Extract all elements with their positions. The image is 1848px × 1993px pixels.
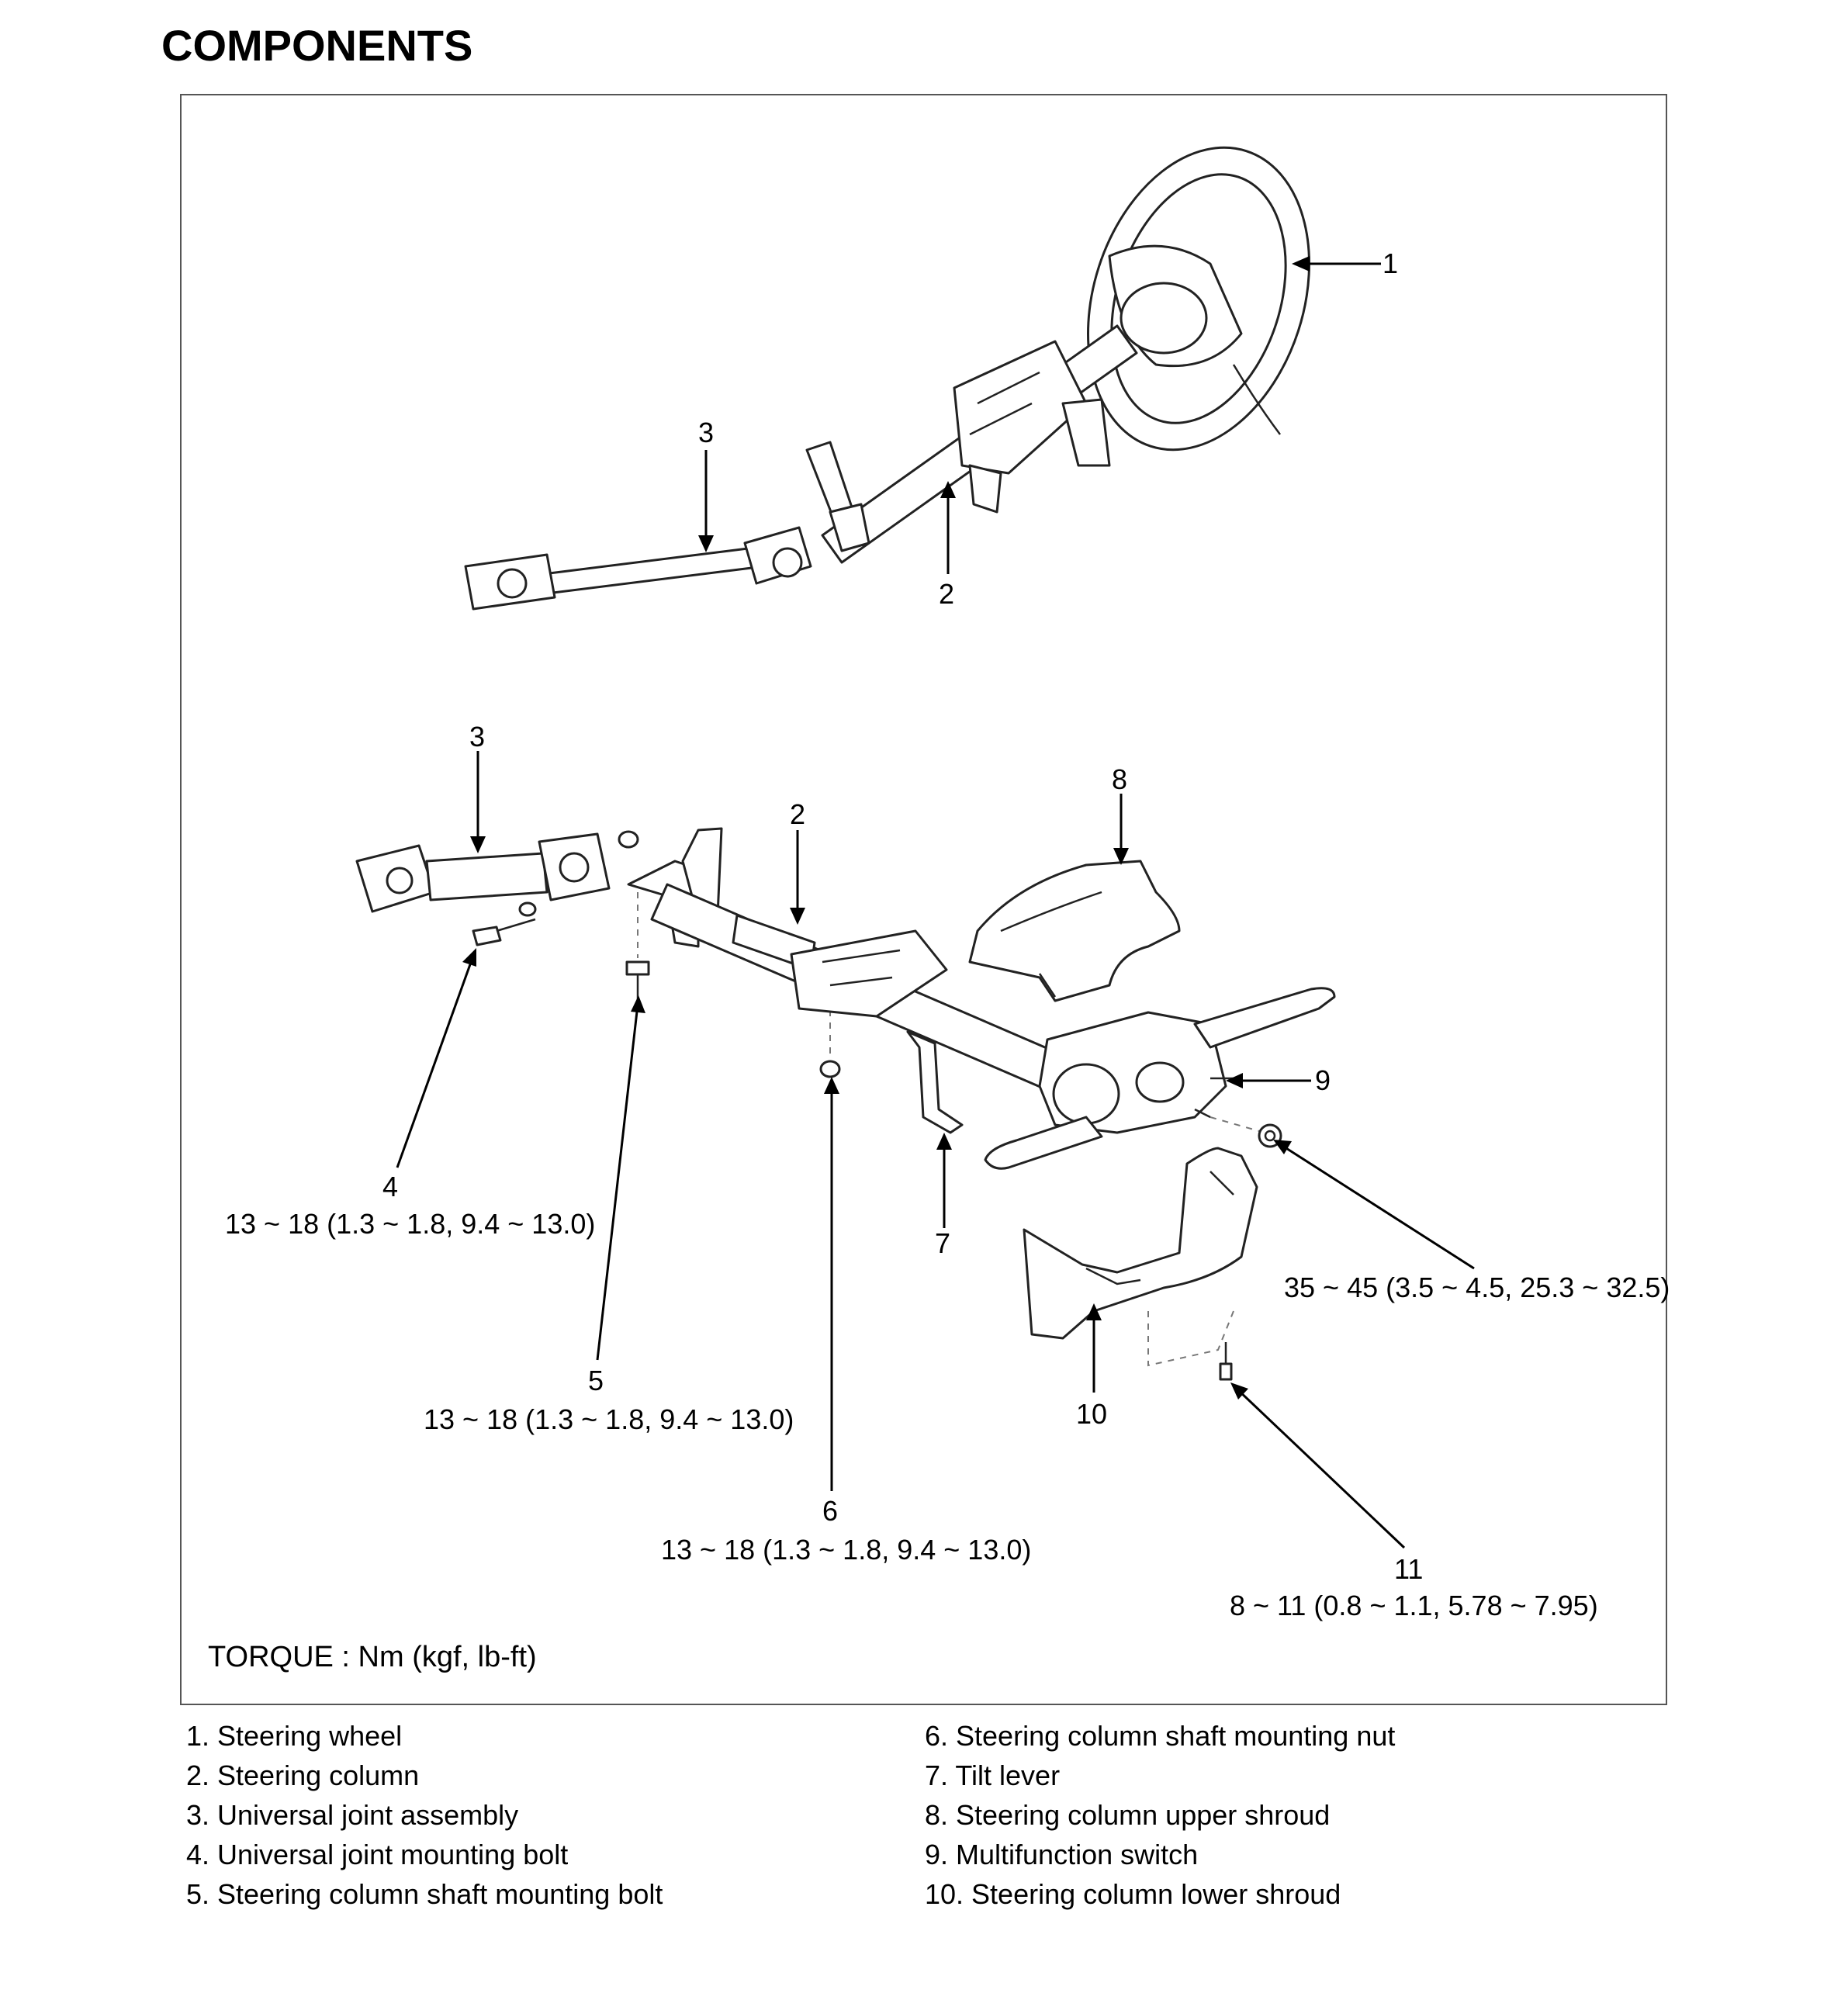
multifunction-switch (984, 987, 1336, 1170)
legend-item: 8. Steering column upper shroud (925, 1799, 1331, 1831)
legend-item: 2. Steering column (186, 1759, 420, 1791)
exploded-assembly (355, 827, 1336, 1381)
top-universal-joint (464, 526, 812, 611)
torque-bot-6: 13 ~ 18 (1.3 ~ 1.8, 9.4 ~ 13.0) (661, 1534, 1031, 1566)
leader-bot-5 (596, 1004, 639, 1361)
steering-column-lower-shroud (1023, 1147, 1258, 1367)
torque-bot-5: 13 ~ 18 (1.3 ~ 1.8, 9.4 ~ 13.0) (424, 1403, 794, 1435)
legend-item: 9. Multifunction switch (925, 1839, 1199, 1870)
legend-left: 1. Steering wheel 2. Steering column 3. … (186, 1716, 663, 1914)
arrowhead (1230, 1382, 1248, 1400)
callout-top-1: 1 (1383, 247, 1398, 279)
callout-bot-6: 6 (822, 1495, 838, 1527)
callout-bot-2: 2 (790, 798, 805, 830)
arrowhead (631, 995, 645, 1013)
steering-column-shaft-mounting-nut (819, 985, 841, 1078)
callout-top-3: 3 (698, 417, 714, 448)
leader-bot-11 (1235, 1387, 1406, 1549)
arrowhead (470, 836, 486, 853)
arrowhead (824, 1077, 839, 1094)
callout-bot-3: 3 (469, 721, 485, 753)
legend-right: 6. Steering column shaft mounting nut 7.… (925, 1716, 1395, 1914)
bottom-universal-joint (355, 830, 639, 913)
callout-bot-11: 11 (1394, 1553, 1423, 1585)
leader-nut (1279, 1143, 1475, 1270)
top-steering-column (805, 324, 1138, 564)
arrowhead (1113, 848, 1129, 865)
arrowhead (462, 948, 476, 967)
steering-wheel (1087, 146, 1310, 452)
callout-top-2: 2 (939, 578, 954, 610)
legend-item: 5. Steering column shaft mounting bolt (186, 1878, 663, 1910)
torque-bot-11: 8 ~ 11 (0.8 ~ 1.1, 5.78 ~ 7.95) (1230, 1590, 1598, 1621)
arrowhead (940, 481, 956, 498)
arrowhead (698, 535, 714, 552)
legend-item: 1. Steering wheel (186, 1720, 403, 1752)
legend-item: 7. Tilt lever (925, 1759, 1061, 1791)
steering-column-upper-shroud (968, 860, 1181, 1002)
legend-item: 10. Steering column lower shroud (925, 1878, 1341, 1910)
callout-bot-9: 9 (1315, 1064, 1331, 1096)
torque-nut: 35 ~ 45 (3.5 ~ 4.5, 25.3 ~ 32.5) (1284, 1272, 1670, 1303)
tilt-lever (906, 1030, 964, 1134)
callout-bot-8: 8 (1112, 763, 1127, 795)
leader-bot-4 (396, 955, 475, 1168)
callout-bot-7: 7 (935, 1227, 950, 1259)
callout-bot-5: 5 (588, 1365, 604, 1396)
steering-wheel-nut (1210, 1116, 1282, 1148)
top-assembly (464, 146, 1310, 611)
steering-column-shaft-mounting-bolt (625, 892, 650, 1001)
legend-item: 4. Universal joint mounting bolt (186, 1839, 569, 1870)
torque-bot-4: 13 ~ 18 (1.3 ~ 1.8, 9.4 ~ 13.0) (225, 1208, 595, 1240)
callout-bot-10: 10 (1076, 1398, 1107, 1430)
arrowhead (790, 908, 805, 925)
lower-shroud-screw (1219, 1342, 1233, 1381)
arrowhead (1086, 1303, 1102, 1320)
bottom-steering-column (650, 883, 1064, 1092)
figure-frame (180, 94, 1667, 1705)
callout-bot-4: 4 (382, 1171, 398, 1202)
arrowhead (1273, 1140, 1292, 1154)
legend-item: 3. Universal joint assembly (186, 1799, 519, 1831)
page-title: COMPONENTS (161, 21, 473, 70)
universal-joint-mounting-bolt (472, 901, 537, 946)
arrowhead (936, 1133, 952, 1150)
arrowhead (1226, 1073, 1243, 1088)
torque-unit-note: TORQUE : Nm (kgf, lb-ft) (208, 1641, 537, 1673)
legend-item: 6. Steering column shaft mounting nut (925, 1720, 1396, 1752)
arrowhead (1292, 256, 1310, 272)
